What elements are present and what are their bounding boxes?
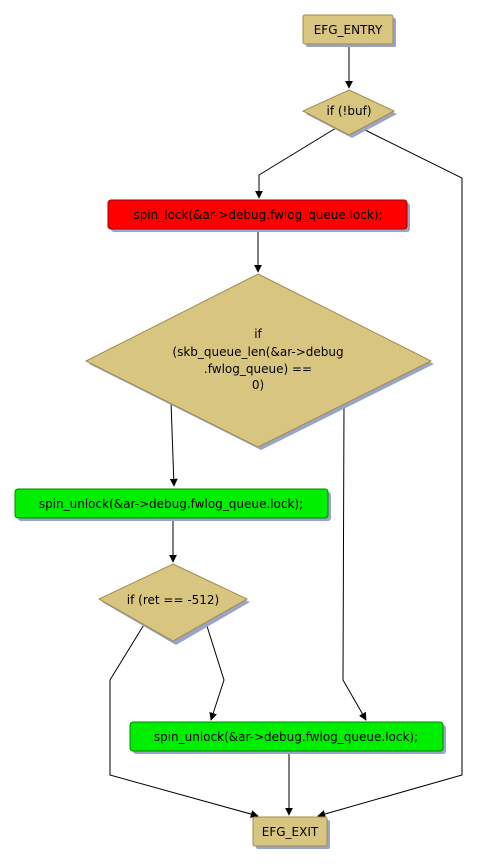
node-unlock-1-box: [14, 488, 329, 519]
node-exit-label: EFG_EXIT: [262, 825, 319, 839]
edges: [109, 45, 463, 818]
node-entry: EFG_ENTRY: [302, 14, 396, 47]
node-check-queue-line2: (skb_queue_len(&ar->debug: [172, 345, 343, 359]
node-unlock-2-label: spin_unlock(&ar->debug.fwlog_queue.lock)…: [154, 730, 418, 744]
edge-checkbuf-to-exit: [317, 127, 463, 818]
node-check-queue: if (skb_queue_len(&ar->debug .fwlog_queu…: [84, 273, 434, 450]
node-entry-label: EFG_ENTRY: [314, 23, 383, 37]
node-check-queue-line4: 0): [252, 378, 264, 392]
edge-checkret-to-exit: [109, 622, 259, 818]
node-exit-box: [252, 816, 328, 847]
edge-checkqueue-to-unlock1: [169, 401, 178, 487]
node-spin-lock-label: spin_lock(&ar->debug.fwlog_queue.lock);: [133, 208, 382, 222]
node-spin-lock: spin_lock(&ar->debug.fwlog_queue.lock);: [107, 199, 410, 232]
node-unlock-2-box: [129, 721, 444, 752]
node-unlock-2: spin_unlock(&ar->debug.fwlog_queue.lock)…: [129, 721, 446, 754]
node-check-queue-diamond: [84, 273, 433, 448]
node-check-queue-line1: if: [254, 327, 262, 341]
node-check-buf-label: if (!buf): [327, 104, 372, 118]
node-check-ret: if (ret == -512): [97, 563, 250, 645]
node-check-buf: if (!buf): [301, 89, 397, 138]
node-spin-lock-box: [107, 199, 408, 230]
node-exit: EFG_EXIT: [252, 816, 330, 849]
node-unlock-1: spin_unlock(&ar->debug.fwlog_queue.lock)…: [14, 488, 331, 521]
edge-checkret-to-unlock2: [205, 622, 225, 721]
node-check-buf-diamond: [301, 89, 396, 136]
node-check-ret-label: if (ret == -512): [127, 593, 219, 607]
node-entry-box: [302, 14, 394, 45]
edge-checkqueue-to-unlock2: [342, 401, 367, 721]
node-check-queue-line3: .fwlog_queue) ==: [204, 362, 312, 376]
node-check-ret-diamond: [97, 563, 249, 642]
edge-checkbuf-to-spinlock: [255, 127, 337, 199]
node-unlock-1-label: spin_unlock(&ar->debug.fwlog_queue.lock)…: [39, 497, 303, 511]
